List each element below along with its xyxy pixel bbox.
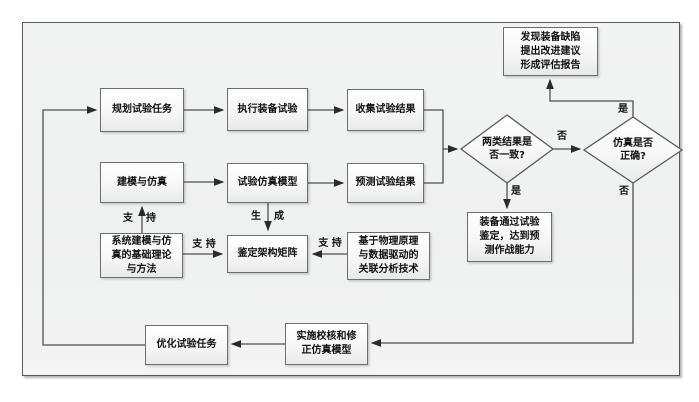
node-verify-and-correct-model: 实施校核和修 正仿真模型: [285, 323, 368, 365]
edge-label-support-theory-matrix: 支 持: [192, 239, 216, 250]
decision-simulation-correct-label: 仿真是否 正确?: [613, 138, 653, 162]
decision-results-consistent-label: 两类结果是 否一致?: [482, 137, 532, 161]
branch-label-yes-above-decision2: 是: [618, 104, 628, 115]
node-execute-equipment-test: 执行装备试验: [227, 88, 308, 131]
generate-char-right: 成: [274, 211, 284, 222]
node-test-simulation-model: 试验仿真模型: [227, 163, 308, 203]
edge-collect-to-junction: [424, 109, 444, 149]
node-optimize-test-tasks: 优化试验任务: [145, 325, 228, 365]
branch-label-no-between-decisions: 否: [557, 131, 567, 142]
node-collect-test-results: 收集试验结果: [347, 89, 424, 131]
edge-label-support-vertical: 支 持: [123, 213, 156, 224]
support-char-left: 支: [123, 213, 133, 224]
generate-char-left: 生: [251, 211, 261, 222]
node-modeling-and-simulation: 建模与仿真: [100, 162, 184, 203]
decision-simulation-correct-shape: [582, 116, 684, 184]
edge-decision2-yes-to-report: [546, 78, 634, 117]
node-equipment-passes-qualification: 装备通过试验 鉴定，达到预 测作战能力: [467, 212, 552, 262]
node-plan-test-tasks: 规划试验任务: [100, 88, 184, 132]
node-system-modeling-theory: 系统建模与仿 真的基础理论 与方法: [100, 233, 183, 278]
branch-label-yes-below-decision1: 是: [511, 186, 521, 197]
node-defect-report: 发现装备缺陷 提出改进建议 形成评估报告: [503, 27, 598, 76]
node-predict-test-results: 预测试验结果: [347, 163, 424, 203]
edge-optimize-to-plan-feedback: [42, 106, 145, 346]
node-qualification-architecture-matrix: 鉴定架构矩阵: [227, 235, 308, 273]
support-char-right: 持: [146, 213, 156, 224]
edge-decision2-no-to-verify: [370, 183, 634, 347]
edge-label-support-analysis-matrix: 支 持: [318, 238, 342, 249]
branch-label-no-below-decision2: 否: [619, 186, 629, 197]
edge-label-generate-vertical: 生 成: [251, 211, 284, 222]
node-correlation-analysis-technology: 基于物理原理 与数据驱动的 关联分析技术: [347, 232, 430, 280]
edge-predict-to-junction: [424, 149, 444, 184]
decision-results-consistent-shape: [459, 114, 555, 184]
